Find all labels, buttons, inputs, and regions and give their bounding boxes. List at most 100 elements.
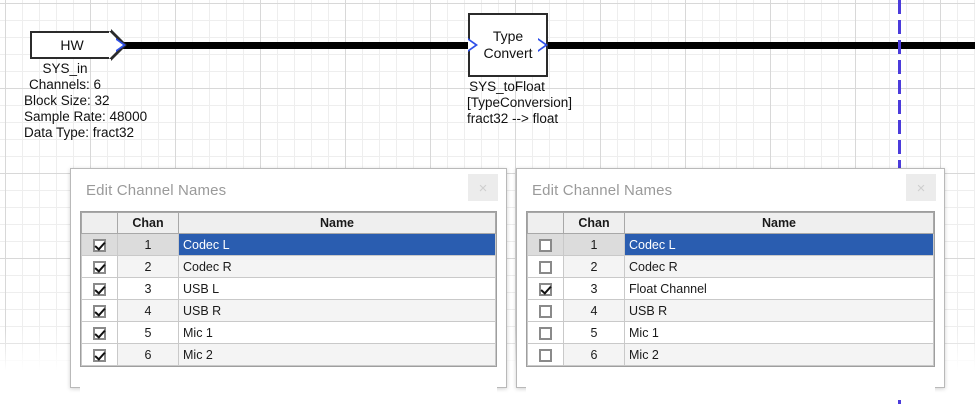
- dialog-footer: [526, 367, 935, 395]
- row-name-cell[interactable]: Codec R: [624, 255, 934, 278]
- checkbox-icon[interactable]: [539, 304, 552, 318]
- row-name-cell[interactable]: USB R: [178, 299, 496, 322]
- row-name-cell[interactable]: Mic 2: [624, 343, 934, 366]
- checkbox-icon[interactable]: [539, 238, 552, 252]
- table-row[interactable]: 1 Codec L: [527, 233, 934, 256]
- row-name-cell[interactable]: USB R: [624, 299, 934, 322]
- row-checkbox-cell[interactable]: [81, 321, 118, 344]
- row-checkbox-cell[interactable]: [527, 321, 564, 344]
- caption-line: SYS_toFloat: [469, 79, 545, 94]
- row-chan-cell: 4: [563, 299, 625, 322]
- column-header-checkbox[interactable]: [81, 212, 118, 234]
- close-icon[interactable]: ×: [906, 174, 936, 201]
- row-checkbox-cell[interactable]: [527, 255, 564, 278]
- caption-line: SYS_in: [42, 61, 88, 76]
- row-checkbox-cell[interactable]: [527, 277, 564, 300]
- row-chan-cell: 5: [563, 321, 625, 344]
- channel-table[interactable]: Chan Name 1 Codec L: [527, 212, 934, 366]
- row-checkbox-cell[interactable]: [81, 255, 118, 278]
- row-name-cell[interactable]: USB L: [178, 277, 496, 300]
- channel-table-body: 1 Codec L 2 Codec R 3 USB: [81, 233, 496, 366]
- row-chan-cell: 6: [117, 343, 179, 366]
- checkbox-icon[interactable]: [539, 348, 552, 362]
- row-name-cell[interactable]: Codec L: [178, 233, 496, 256]
- checkbox-icon[interactable]: [93, 348, 106, 362]
- block-hw-in-label: HW: [60, 37, 84, 53]
- row-name-cell[interactable]: Float Channel: [624, 277, 934, 300]
- checkbox-icon[interactable]: [93, 304, 106, 318]
- row-checkbox-cell[interactable]: [81, 233, 118, 256]
- block-type-convert-shape[interactable]: Type Convert: [468, 13, 548, 77]
- row-chan-cell: 3: [117, 277, 179, 300]
- dialog-titlebar[interactable]: Edit Channel Names ×: [517, 169, 944, 211]
- column-header-name[interactable]: Name: [624, 212, 934, 234]
- row-name-cell[interactable]: Mic 2: [178, 343, 496, 366]
- block-type-convert[interactable]: Type Convert SYS_toFloat [TypeConversion…: [467, 13, 573, 127]
- dialog-footer: [80, 367, 497, 395]
- table-row[interactable]: 2 Codec R: [527, 255, 934, 278]
- caption-line: fract32 --> float: [467, 110, 559, 126]
- caption-line: Data Type: fract32: [24, 124, 135, 140]
- checkbox-icon[interactable]: [539, 282, 552, 296]
- caption-line: [TypeConversion]: [467, 94, 573, 110]
- dialog-titlebar[interactable]: Edit Channel Names ×: [71, 169, 506, 211]
- table-row[interactable]: 6 Mic 2: [527, 343, 934, 366]
- block-hw-in[interactable]: HW SYS_in Channels: 6 Block Size: 32 Sam…: [24, 29, 147, 141]
- row-name-cell[interactable]: Codec L: [624, 233, 934, 256]
- table-row[interactable]: 5 Mic 1: [81, 321, 496, 344]
- block-type-convert-label-line1: Type: [492, 27, 524, 44]
- row-checkbox-cell[interactable]: [81, 277, 118, 300]
- checkbox-icon[interactable]: [93, 238, 106, 252]
- dialog-edit-channel-names-left[interactable]: Edit Channel Names × Chan Name: [70, 168, 507, 395]
- row-name-cell[interactable]: Codec R: [178, 255, 496, 278]
- column-header-name[interactable]: Name: [178, 212, 496, 234]
- checkbox-icon[interactable]: [539, 260, 552, 274]
- row-chan-cell: 4: [117, 299, 179, 322]
- output-port-icon[interactable]: [538, 38, 548, 52]
- row-checkbox-cell[interactable]: [527, 233, 564, 256]
- caption-line: Sample Rate: 48000: [24, 108, 148, 124]
- table-row[interactable]: 1 Codec L: [81, 233, 496, 256]
- row-chan-cell: 1: [117, 233, 179, 256]
- table-row[interactable]: 6 Mic 2: [81, 343, 496, 366]
- row-checkbox-cell[interactable]: [81, 343, 118, 366]
- row-checkbox-cell[interactable]: [527, 299, 564, 322]
- table-row[interactable]: 3 USB L: [81, 277, 496, 300]
- dialog-body: Chan Name 1 Codec L: [517, 211, 944, 395]
- block-type-convert-caption: SYS_toFloat [TypeConversion] fract32 -->…: [467, 79, 573, 127]
- row-checkbox-cell[interactable]: [81, 299, 118, 322]
- input-port-icon[interactable]: [468, 38, 478, 52]
- block-type-convert-label-line2: Convert: [483, 45, 533, 61]
- channel-table-body: 1 Codec L 2 Codec R 3 Floa: [527, 233, 934, 366]
- checkbox-icon[interactable]: [93, 326, 106, 340]
- row-name-cell[interactable]: Mic 1: [178, 321, 496, 344]
- table-row[interactable]: 4 USB R: [81, 299, 496, 322]
- column-header-chan[interactable]: Chan: [563, 212, 625, 234]
- block-hw-in-shape[interactable]: HW: [30, 31, 112, 59]
- row-chan-cell: 2: [563, 255, 625, 278]
- table-row[interactable]: 4 USB R: [527, 299, 934, 322]
- table-row[interactable]: 2 Codec R: [81, 255, 496, 278]
- checkbox-icon[interactable]: [539, 326, 552, 340]
- output-port-icon[interactable]: [116, 38, 126, 52]
- close-icon[interactable]: ×: [468, 174, 498, 201]
- column-header-chan[interactable]: Chan: [117, 212, 179, 234]
- table-header-row: Chan Name: [81, 212, 496, 234]
- dialog-edit-channel-names-right[interactable]: Edit Channel Names × Chan Name: [516, 168, 945, 395]
- block-hw-in-caption: SYS_in Channels: 6 Block Size: 32 Sample…: [24, 61, 148, 141]
- table-row[interactable]: 3 Float Channel: [527, 277, 934, 300]
- row-chan-cell: 6: [563, 343, 625, 366]
- channel-table-frame: Chan Name 1 Codec L: [80, 211, 497, 367]
- column-header-checkbox[interactable]: [527, 212, 564, 234]
- table-row[interactable]: 5 Mic 1: [527, 321, 934, 344]
- row-checkbox-cell[interactable]: [527, 343, 564, 366]
- caption-line: Channels: 6: [28, 76, 102, 92]
- row-chan-cell: 2: [117, 255, 179, 278]
- checkbox-icon[interactable]: [93, 260, 106, 274]
- row-name-cell[interactable]: Mic 1: [624, 321, 934, 344]
- row-chan-cell: 1: [563, 233, 625, 256]
- checkbox-icon[interactable]: [93, 282, 106, 296]
- dialog-body: Chan Name 1 Codec L: [71, 211, 506, 395]
- channel-table[interactable]: Chan Name 1 Codec L: [81, 212, 496, 366]
